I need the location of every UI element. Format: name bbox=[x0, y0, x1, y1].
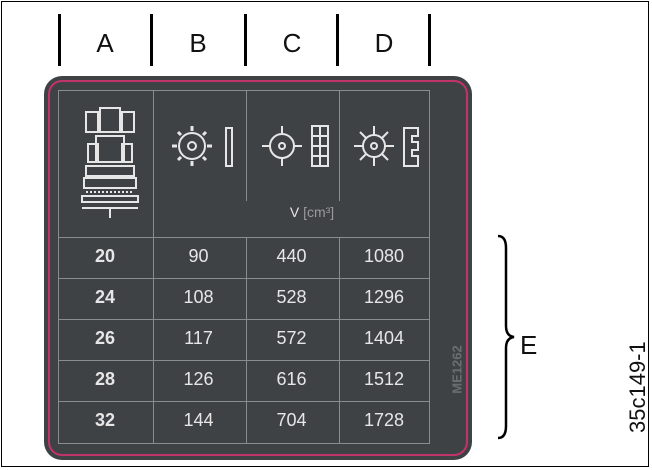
bracket-label: E bbox=[520, 330, 538, 360]
panel-watermark: ME1262 bbox=[449, 345, 465, 394]
row-value-b: 108 bbox=[183, 287, 214, 307]
star-wheel-icon bbox=[172, 126, 233, 167]
grid-line bbox=[59, 278, 429, 279]
row-size-a: 28 bbox=[94, 369, 116, 389]
row-value-d: 1728 bbox=[363, 410, 405, 430]
grid-line bbox=[153, 91, 154, 444]
grid-line bbox=[59, 319, 429, 320]
row-size-a: 20 bbox=[94, 246, 116, 266]
column-divider bbox=[244, 14, 247, 66]
row-value-c: 528 bbox=[276, 287, 307, 307]
column-divider bbox=[336, 14, 339, 66]
row-value-d: 1080 bbox=[363, 246, 405, 266]
row-size-a: 24 bbox=[94, 287, 116, 307]
grid-line bbox=[59, 360, 429, 361]
grid-line bbox=[59, 401, 429, 402]
grid-line bbox=[59, 237, 429, 238]
column-letter-a: A bbox=[96, 28, 114, 58]
grid-line bbox=[339, 91, 340, 201]
volume-unit: [cm³] bbox=[303, 204, 335, 220]
column-letter-c: C bbox=[282, 28, 302, 58]
calibration-panel: V [cm³] 20 90 440 1080 24 108 528 1296 2… bbox=[44, 76, 472, 460]
row-value-d: 1296 bbox=[363, 287, 405, 307]
row-value-c: 704 bbox=[276, 410, 307, 430]
row-value-c: 616 bbox=[276, 369, 307, 389]
grid-line bbox=[339, 237, 340, 444]
cog-wheel-icon bbox=[262, 125, 329, 167]
volume-symbol: V bbox=[289, 204, 300, 220]
row-value-b: 117 bbox=[184, 328, 213, 348]
figure-id: 35c149-1 bbox=[625, 341, 650, 433]
row-value-b: 90 bbox=[188, 246, 209, 266]
spiked-wheel-icon bbox=[354, 126, 419, 167]
column-letter-d: D bbox=[374, 28, 394, 58]
grid-line bbox=[246, 237, 247, 444]
panel-accent-border bbox=[48, 80, 468, 456]
tractor-drill-icon bbox=[81, 107, 139, 218]
row-bracket bbox=[497, 234, 515, 440]
row-size-a: 32 bbox=[94, 410, 116, 430]
column-divider bbox=[150, 14, 153, 66]
column-divider bbox=[58, 14, 61, 66]
row-size-a: 26 bbox=[94, 328, 116, 348]
row-value-c: 440 bbox=[276, 246, 307, 266]
column-letter-b: B bbox=[189, 28, 207, 58]
calibration-table bbox=[58, 90, 430, 444]
volume-header: V [cm³] bbox=[252, 204, 372, 220]
row-value-b: 126 bbox=[183, 369, 214, 389]
row-value-d: 1404 bbox=[363, 328, 405, 348]
row-value-b: 144 bbox=[183, 410, 214, 430]
row-value-c: 572 bbox=[276, 328, 307, 348]
grid-line bbox=[246, 91, 247, 201]
column-divider bbox=[428, 14, 431, 66]
row-value-d: 1512 bbox=[363, 369, 405, 389]
